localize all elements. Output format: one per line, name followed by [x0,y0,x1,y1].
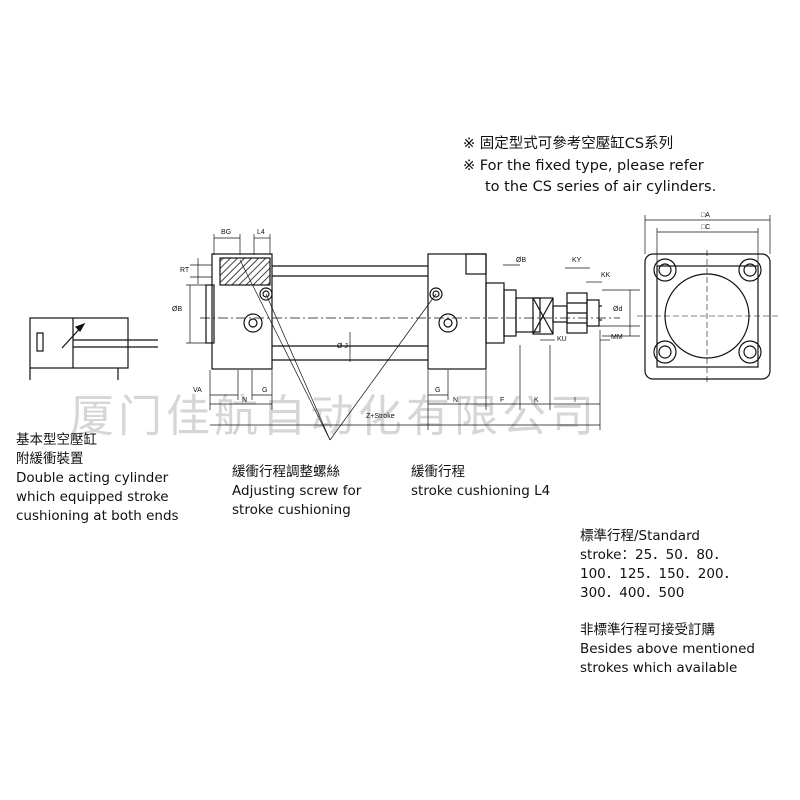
fixed-type-note-en-1: ※ For the fixed type, please refer [463,158,704,174]
dim-g-right: G [435,387,441,394]
cylinder-symbol [29,317,158,380]
basic-type-label: 基本型空壓缸 附緩衝裝置 Double acting cylinder whic… [16,432,179,524]
dim-rt: RT [180,267,190,274]
dim-l4: L4 [257,229,265,236]
fixed-type-note-en-2: to the CS series of air cylinders. [485,179,717,195]
dim-k: K [534,397,539,404]
dim-b: ØB [172,306,183,313]
dim-c: □C [701,224,711,231]
adjusting-screw-label: 緩衝行程調整螺絲 Adjusting screw for stroke cush… [232,464,362,518]
dim-ob: ØB [516,257,527,264]
dim-i: I [574,397,576,404]
dim-n-right: N [453,397,459,404]
standard-stroke-label: 標準行程/Standard stroke：25．50．80． 100．125．1… [580,528,738,601]
watermark: 厦门佳航自动化有限公司 [70,391,598,442]
dim-d: Ød [613,306,623,313]
dim-z: Z+Stroke [366,413,395,420]
nonstandard-stroke-label: 非標準行程可接受訂購 Besides above mentioned strok… [580,622,755,676]
dim-mm: MM [611,334,623,341]
rod-end [515,292,602,335]
end-view [637,215,778,385]
dim-va: VA [193,387,202,394]
dim-kk: KK [601,272,611,279]
dim-bg: BG [221,229,232,236]
dim-ky: KY [572,257,582,264]
dim-ku: KU [557,336,567,343]
dimension-lines [186,234,640,441]
dim-g-left: G [262,387,268,394]
dim-n-left: N [242,397,248,404]
dim-j: Ø J [337,343,348,350]
fixed-type-note-cn: ※ 固定型式可參考空壓缸CS系列 [463,136,674,152]
stroke-cushioning-label: 緩衝行程 stroke cushioning L4 [411,464,551,499]
dim-f: F [500,397,505,404]
right-end-cover [427,253,517,370]
left-end-cover [205,253,273,370]
dim-a: □A [701,212,710,219]
